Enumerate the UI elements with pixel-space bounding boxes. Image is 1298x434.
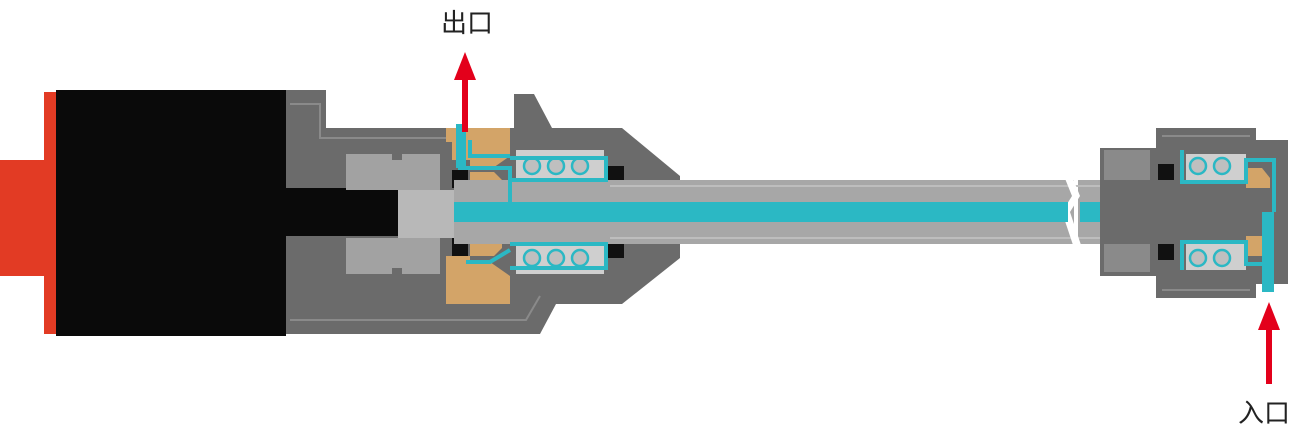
bearing-balls-lower-left <box>522 248 590 268</box>
inlet-label: 入口 <box>1238 399 1291 429</box>
bearing-balls-lower-right <box>1188 248 1232 268</box>
black-seal-upper-right-left <box>606 166 624 184</box>
fluid-outlet-port <box>456 124 466 168</box>
bronze-seal-lower-left <box>446 256 510 304</box>
inlet-arrow <box>1258 302 1280 384</box>
bearing-balls-upper-left <box>522 156 590 176</box>
left-housing-inner-outline <box>290 103 541 321</box>
black-seal-upper-right <box>1158 164 1174 180</box>
shaft-hub <box>398 190 454 238</box>
bearing-balls-upper-right <box>1188 156 1232 176</box>
right-housing-inner <box>1104 150 1150 272</box>
fluid-channel-shaft-left <box>454 202 1068 222</box>
bronze-seal-upper-right <box>1246 168 1270 188</box>
fluid-passages-right <box>1180 150 1276 270</box>
black-seal-lower-right <box>1158 244 1174 260</box>
red-end-cap <box>0 92 56 334</box>
outlet-label: 出口 <box>441 9 494 39</box>
coupling-lower <box>346 238 440 274</box>
right-housing-outline <box>1162 135 1250 291</box>
fluid-inlet-port <box>1262 212 1274 292</box>
motor-shaft <box>286 188 402 236</box>
motor-body <box>56 90 286 336</box>
shaft-break-mark <box>1062 176 1082 248</box>
coupling-upper <box>346 154 440 190</box>
black-seal-lower-right-left <box>606 240 624 258</box>
outlet-arrow <box>454 52 476 132</box>
